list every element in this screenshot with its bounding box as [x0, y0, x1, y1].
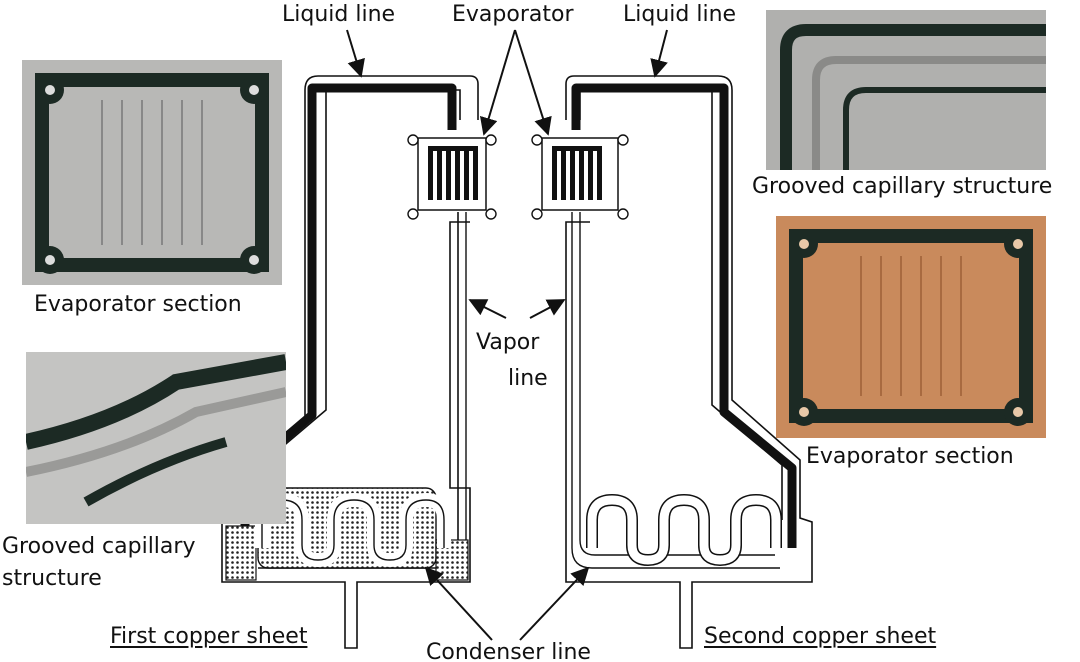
right-liquid-line: [571, 83, 797, 548]
left-evaporator: [407, 134, 497, 220]
grooved-photo-right: [766, 10, 1046, 170]
evaporator-photo-right: [776, 216, 1046, 438]
grooved-photo-left: [26, 352, 286, 524]
evaporator-photo-left: [22, 60, 282, 285]
second-sheet-label: Second copper sheet: [704, 624, 937, 649]
right-vapor-line: [571, 212, 780, 569]
first-sheet-label: First copper sheet: [110, 624, 308, 649]
evaporator-caption-right: Evaporator section: [806, 444, 1014, 469]
right-condenser-serpentine: [586, 494, 782, 566]
annotation-arrows: [346, 29, 668, 641]
right-evaporator: [531, 134, 629, 220]
vapor-label: Vapor: [476, 330, 540, 355]
grooved-caption-right: Grooved capillary structure: [752, 174, 1053, 199]
condenser-line-label: Condenser line: [426, 640, 591, 662]
liquid-line-label-right: Liquid line: [623, 2, 737, 27]
evaporator-label: Evaporator: [452, 2, 574, 27]
vapor-line-label: line: [508, 366, 548, 391]
grooved-caption-left-line2: structure: [2, 566, 102, 591]
liquid-line-label-left: Liquid line: [282, 2, 396, 27]
grooved-caption-left-line1: Grooved capillary: [2, 534, 196, 559]
evaporator-caption-left: Evaporator section: [34, 292, 242, 317]
